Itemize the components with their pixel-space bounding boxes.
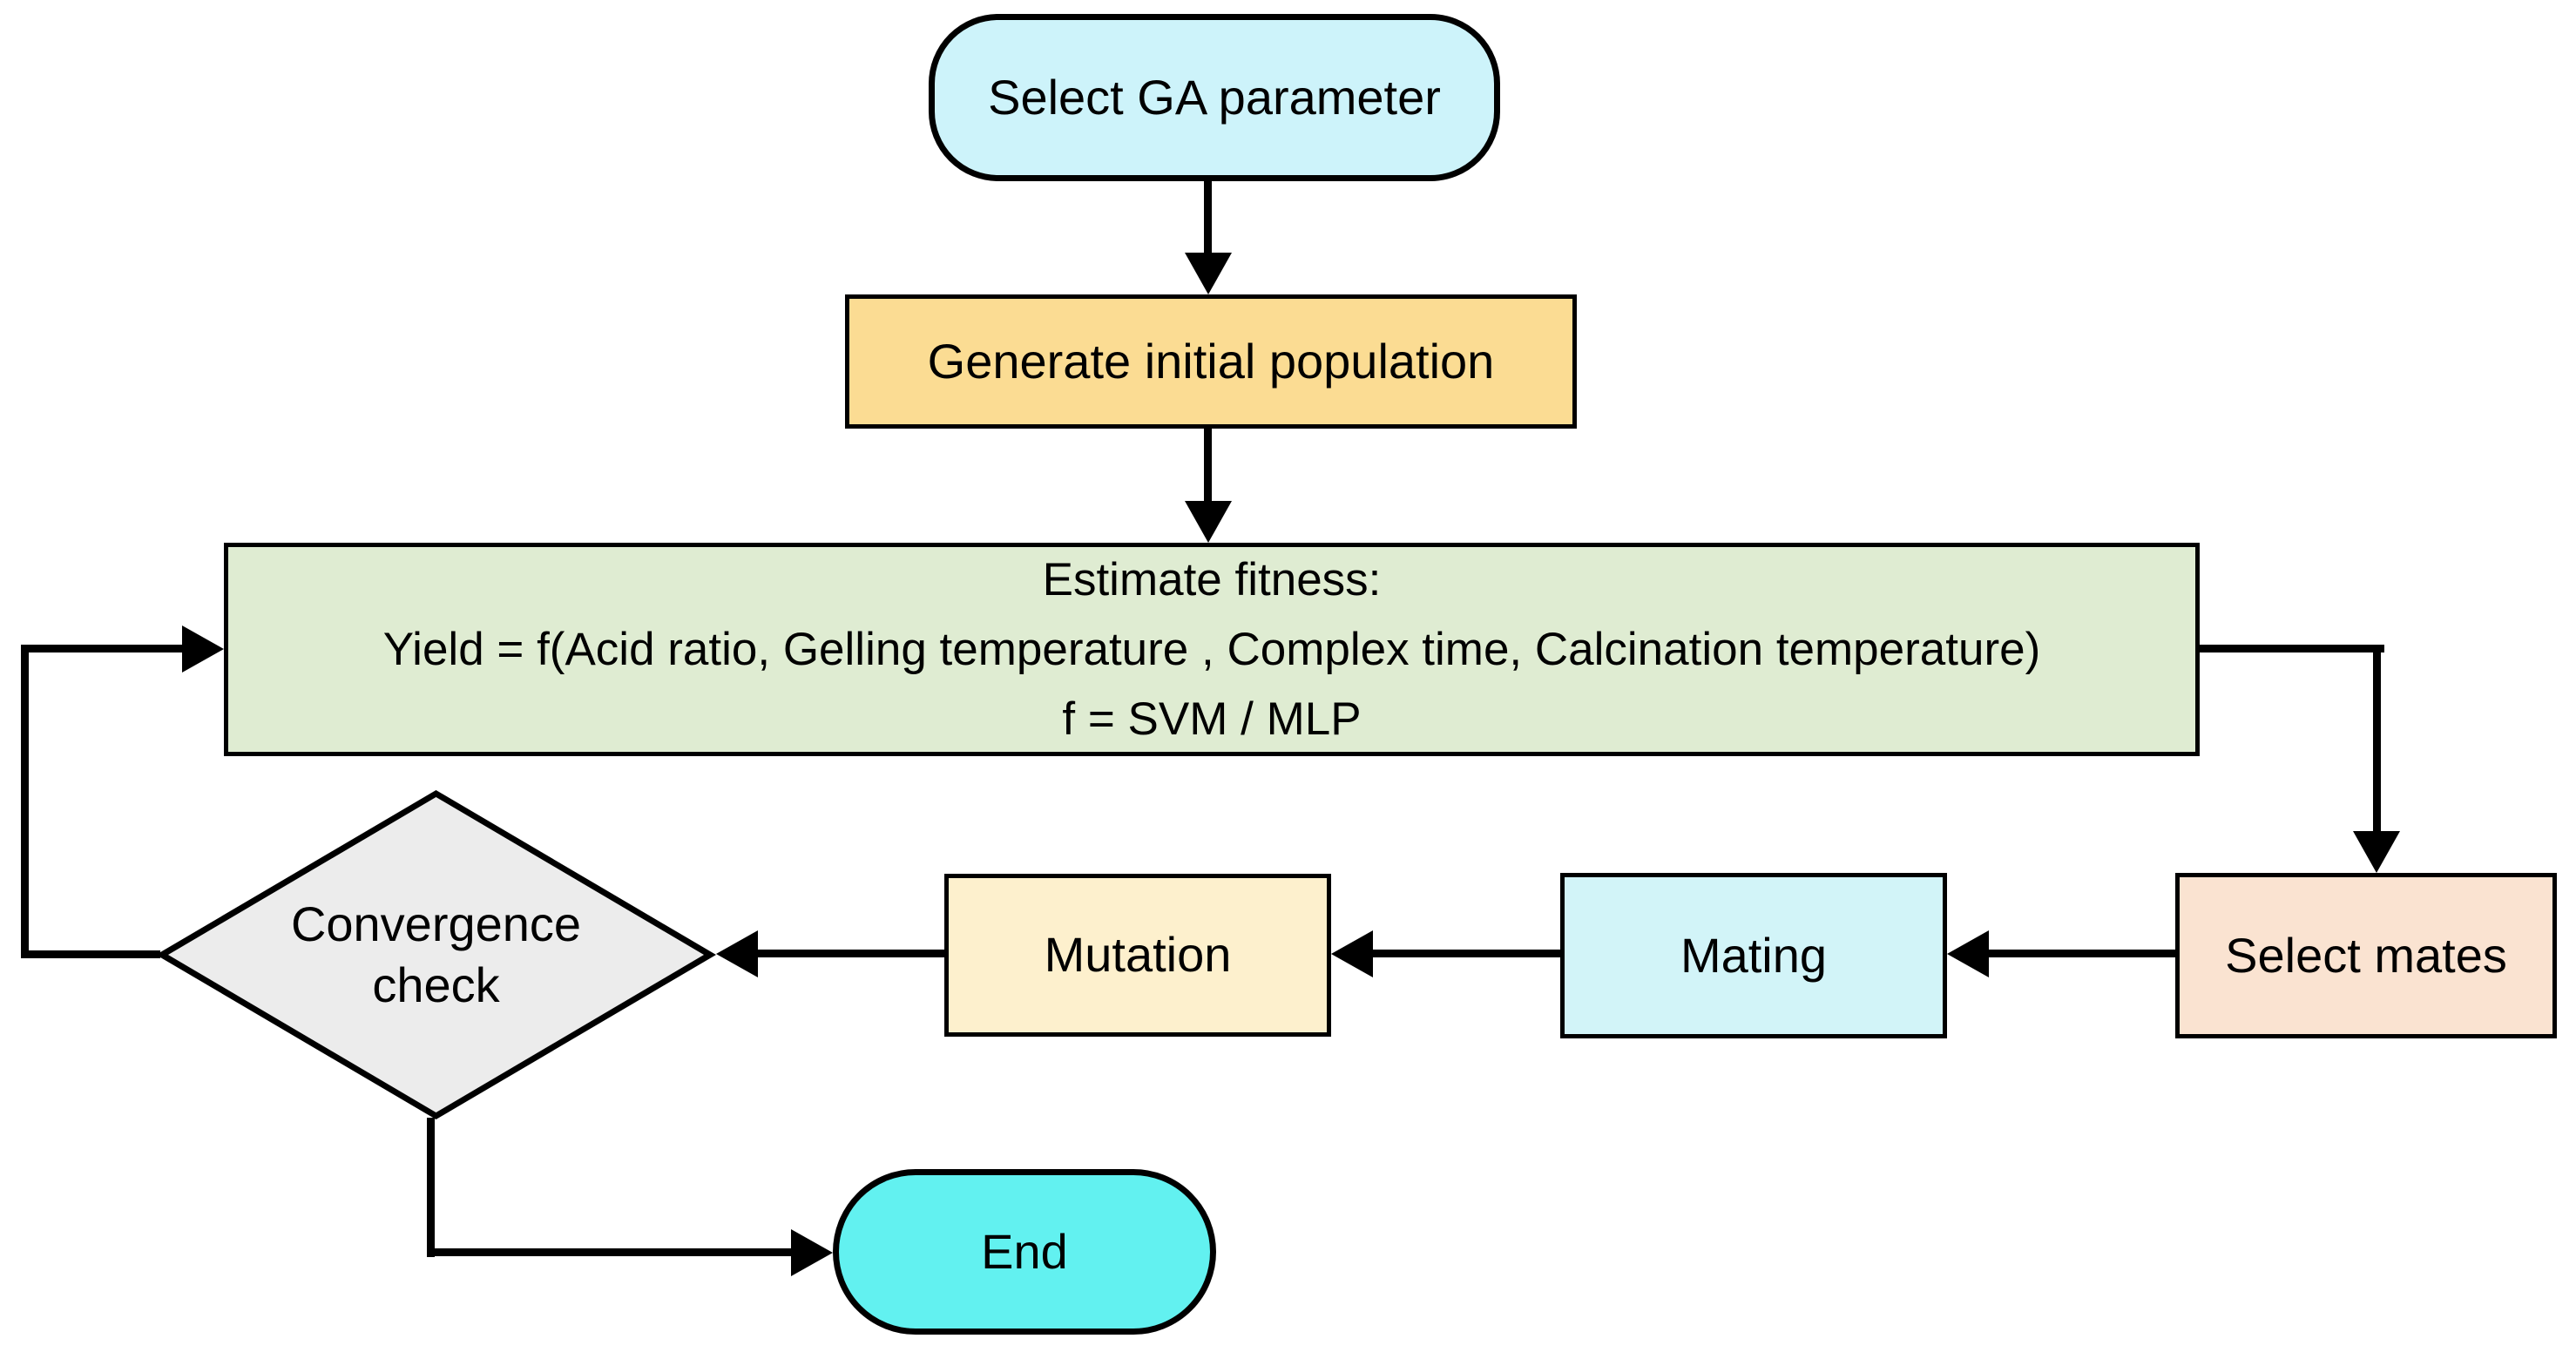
- connector-convergence-to-end-vertical: [427, 1118, 435, 1257]
- generate-population-node: Generate initial population: [845, 294, 1577, 429]
- select-mates-label: Select mates: [2225, 927, 2507, 983]
- connector-feedback-bottom-horizontal: [21, 950, 160, 958]
- connector-feedback-top-horizontal: [21, 645, 182, 652]
- mutation-label: Mutation: [1044, 927, 1232, 983]
- estimate-fitness-line1: Estimate fitness:: [1042, 553, 1382, 605]
- arrowhead-feedback-into-fitness: [182, 625, 224, 673]
- select-mates-node: Select mates: [2175, 873, 2557, 1038]
- arrowhead-into-mating: [1947, 930, 1989, 977]
- convergence-check-label: Convergence check: [156, 790, 716, 1119]
- start-node: Select GA parameter: [929, 14, 1500, 181]
- estimate-fitness-node: Estimate fitness: Yield = f(Acid ratio, …: [224, 543, 2200, 756]
- connector-fitness-to-selectmates-horizontal: [2200, 645, 2384, 652]
- connector-mating-to-mutation: [1373, 950, 1560, 957]
- connector-selectmates-to-mating: [1989, 950, 2175, 957]
- arrowhead-into-end: [791, 1229, 833, 1276]
- start-node-label: Select GA parameter: [988, 69, 1441, 125]
- convergence-label-line1: Convergence: [290, 896, 582, 951]
- arrowhead-into-generate: [1185, 253, 1232, 294]
- mutation-node: Mutation: [944, 874, 1331, 1037]
- connector-feedback-vertical: [21, 645, 29, 958]
- arrowhead-into-select-mates: [2353, 831, 2400, 873]
- mating-node: Mating: [1560, 873, 1947, 1038]
- connector-generate-to-fitness: [1204, 427, 1212, 503]
- generate-population-label: Generate initial population: [927, 333, 1495, 389]
- connector-fitness-to-selectmates-vertical: [2373, 645, 2381, 833]
- mating-label: Mating: [1680, 927, 1828, 983]
- end-node: End: [833, 1169, 1216, 1335]
- estimate-fitness-line3: f = SVM / MLP: [1062, 693, 1362, 745]
- arrowhead-into-mutation: [1331, 930, 1373, 977]
- connector-start-to-generate: [1204, 179, 1212, 254]
- convergence-label-line2: check: [372, 957, 500, 1012]
- end-node-label: End: [981, 1223, 1068, 1279]
- connector-mutation-to-convergence: [758, 950, 944, 957]
- connector-convergence-to-end-horizontal: [427, 1248, 791, 1256]
- estimate-fitness-line2: Yield = f(Acid ratio, Gelling temperatur…: [382, 623, 2041, 675]
- arrowhead-into-convergence: [716, 930, 758, 977]
- convergence-check-diamond: Convergence check: [156, 790, 716, 1119]
- arrowhead-into-fitness: [1185, 501, 1232, 543]
